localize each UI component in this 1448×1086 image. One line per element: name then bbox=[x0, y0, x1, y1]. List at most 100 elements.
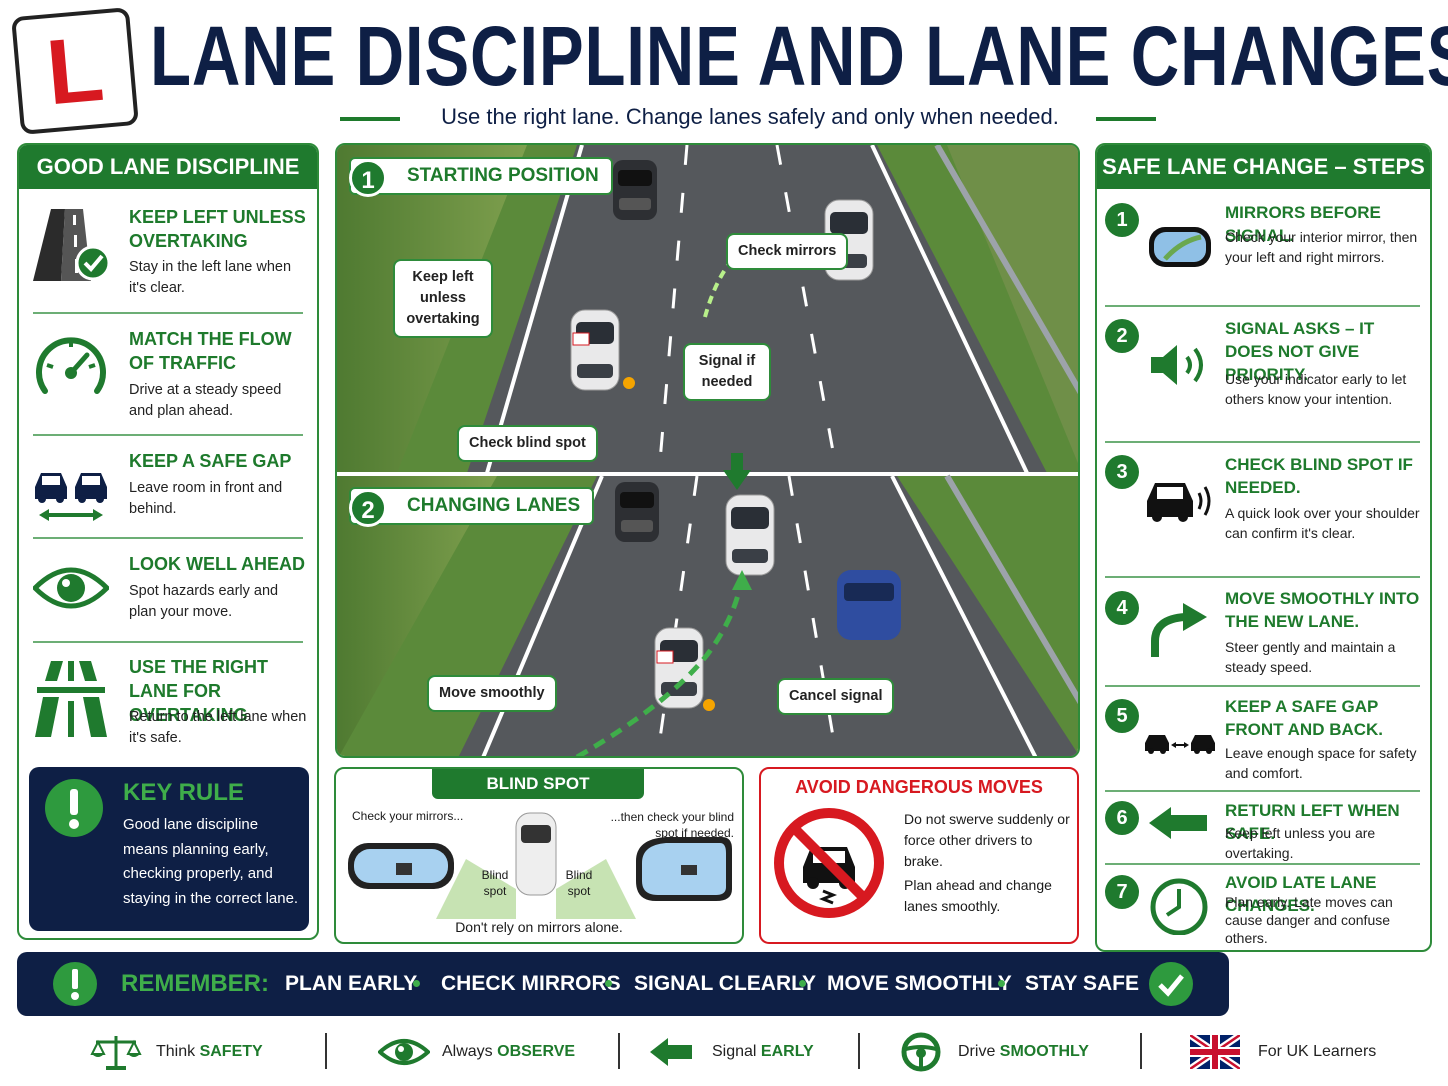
step-item: 2 SIGNAL ASKS – IT DOES NOT GIVE PRIORIT… bbox=[1105, 317, 1427, 437]
footer-item: Signal EARLY bbox=[648, 1030, 814, 1074]
step-number: 3 bbox=[1105, 455, 1139, 489]
step-number: 1 bbox=[1105, 203, 1139, 237]
footer-item: Think SAFETY bbox=[90, 1030, 263, 1074]
indicator-sound-icon bbox=[1151, 345, 1203, 385]
blind-spot-left-caption: Check your mirrors... bbox=[352, 809, 464, 823]
callout-check-mirrors: Check mirrors bbox=[726, 233, 849, 270]
item-title: USE THE RIGHT LANE FOR OVERTAKING bbox=[129, 657, 269, 725]
blind-spot-bottom: Don't rely on mirrors alone. bbox=[455, 919, 623, 935]
step-title: MIRRORS BEFORE SIGNAL. bbox=[1225, 203, 1381, 245]
item-title: MATCH THE FLOW OF TRAFFIC bbox=[129, 329, 292, 373]
union-flag-icon bbox=[1190, 1035, 1240, 1069]
remember-bar: REMEMBER: PLAN EARLY CHECK MIRRORS SIGNA… bbox=[17, 952, 1229, 1016]
list-item: USE THE RIGHT LANE FOR OVERTAKING Return… bbox=[19, 653, 317, 763]
blind-spot-zone-left: Blind spot bbox=[481, 868, 509, 898]
footer-item: Always OBSERVE bbox=[378, 1030, 575, 1074]
divider bbox=[33, 312, 303, 314]
step-title: AVOID LATE LANE CHANGES. bbox=[1225, 873, 1377, 915]
step-text: Check your interior mirror, then your le… bbox=[1225, 229, 1418, 265]
step-number: 6 bbox=[1105, 801, 1139, 835]
step-text: Keep left unless you are overtaking. bbox=[1225, 825, 1376, 861]
step-text: Steer gently and maintain a steady speed… bbox=[1225, 639, 1396, 675]
step-number: 7 bbox=[1105, 875, 1139, 909]
step-title: RETURN LEFT WHEN SAFE. bbox=[1225, 801, 1400, 843]
step-title: CHECK BLIND SPOT IF NEEDED. bbox=[1225, 455, 1413, 497]
left-arrow-icon bbox=[1149, 807, 1207, 839]
footer-text: Think SAFETY bbox=[156, 1043, 263, 1060]
step-number: 2 bbox=[1105, 319, 1139, 353]
item-text: Spot hazards early and plan your move. bbox=[129, 583, 279, 620]
list-item: KEEP A SAFE GAP Leave room in front and … bbox=[19, 447, 317, 537]
bullet-dot bbox=[799, 980, 806, 987]
divider bbox=[33, 641, 303, 643]
road-scene: STARTING POSITION 1 CHANGING LANES 2 Che… bbox=[335, 143, 1080, 758]
speedometer-icon bbox=[36, 337, 106, 394]
good-lane-discipline-panel: GOOD LANE DISCIPLINE KEEP LEFT UNLESS OV… bbox=[17, 143, 319, 940]
step-text: Leave enough space for safety and comfor… bbox=[1225, 745, 1417, 781]
l-plate-icon: L bbox=[11, 7, 139, 135]
eye-icon bbox=[378, 1039, 430, 1065]
eye-icon bbox=[33, 567, 109, 609]
step-item: 6 RETURN LEFT WHEN SAFE. Keep left unles… bbox=[1105, 799, 1427, 869]
safe-lane-change-panel: SAFE LANE CHANGE – STEPS 1 MIRRORS BEFOR… bbox=[1095, 143, 1432, 952]
divider bbox=[1105, 576, 1420, 578]
footer-text: For UK Learners bbox=[1258, 1043, 1377, 1060]
list-item: KEEP LEFT UNLESS OVERTAKING Stay in the … bbox=[19, 201, 317, 311]
blind-spot-right-caption: ...then check your blind spot if needed. bbox=[610, 810, 734, 840]
item-text: Return to the left lane when it's safe. bbox=[129, 709, 307, 746]
check-circle-icon bbox=[1149, 962, 1193, 1006]
callout-cancel-signal: Cancel signal bbox=[777, 678, 895, 715]
divider bbox=[1105, 863, 1420, 865]
key-rule-text: Good lane discipline means planning earl… bbox=[123, 816, 299, 907]
bullet-dot bbox=[605, 980, 612, 987]
step-text: A quick look over your shoulder can conf… bbox=[1225, 505, 1420, 541]
remember-word: STAY SAFE bbox=[1025, 972, 1139, 995]
mirror-icon bbox=[1149, 227, 1211, 267]
blind-spot-panel: BLIND SPOT AWARENESS Check your mirrors.… bbox=[334, 767, 744, 944]
page-title: LANE DISCIPLINE AND LANE CHANGES bbox=[150, 9, 1448, 103]
panel-title: GOOD LANE DISCIPLINE bbox=[19, 145, 317, 189]
step-item: 1 MIRRORS BEFORE SIGNAL. Check your inte… bbox=[1105, 201, 1427, 301]
footer-text: Signal EARLY bbox=[712, 1043, 814, 1060]
step-item: 5 KEEP A SAFE GAP FRONT AND BACK. Leave … bbox=[1105, 695, 1427, 795]
list-item: LOOK WELL AHEAD Spot hazards early and p… bbox=[19, 550, 317, 640]
remember-word: PLAN EARLY bbox=[285, 972, 418, 995]
callout-keep-left: Keep left unless overtaking bbox=[393, 259, 493, 338]
divider bbox=[1105, 685, 1420, 687]
remember-word: MOVE SMOOTHLY bbox=[827, 972, 1012, 995]
footer-text: Drive SMOOTHLY bbox=[958, 1043, 1089, 1060]
bullet-dot bbox=[998, 980, 1005, 987]
item-text: Stay in the left lane when it's clear. bbox=[129, 259, 292, 296]
two-cars-gap-icon bbox=[35, 473, 107, 521]
footer-divider bbox=[1140, 1033, 1142, 1069]
remember-word: SIGNAL CLEARLY bbox=[634, 972, 817, 995]
footer-divider bbox=[325, 1033, 327, 1069]
scales-icon bbox=[90, 1036, 142, 1070]
footer-item: For UK Learners bbox=[1190, 1030, 1376, 1074]
stage-2-label: CHANGING LANES bbox=[349, 487, 595, 525]
panel-title: SAFE LANE CHANGE – STEPS bbox=[1097, 145, 1430, 189]
page-subtitle: Use the right lane. Change lanes safely … bbox=[441, 104, 1059, 129]
step-text: Use your indicator early to let others k… bbox=[1225, 371, 1407, 407]
clock-icon bbox=[1150, 878, 1208, 935]
footer-item: Drive SMOOTHLY bbox=[900, 1030, 1089, 1074]
stage-1-badge: 1 bbox=[349, 159, 387, 197]
item-title: LOOK WELL AHEAD bbox=[129, 554, 305, 574]
item-text: Leave room in front and behind. bbox=[129, 480, 283, 517]
stage-1-label: STARTING POSITION bbox=[349, 157, 613, 195]
bullet-dot bbox=[413, 980, 420, 987]
no-swerving-icon bbox=[774, 808, 884, 918]
step-item: 4 MOVE SMOOTHLY INTO THE NEW LANE. Steer… bbox=[1105, 587, 1427, 687]
subtitle-rule-left bbox=[340, 117, 400, 121]
item-title: KEEP LEFT UNLESS OVERTAKING bbox=[129, 207, 306, 251]
subtitle-rule-right bbox=[1096, 117, 1156, 121]
step-text: Plan early. Late moves can cause danger … bbox=[1225, 894, 1393, 946]
avoid-panel: AVOID DANGEROUS MOVES Do not swerve sudd… bbox=[759, 767, 1079, 944]
footer-divider bbox=[618, 1033, 620, 1069]
key-rule-box: KEY RULE Good lane discipline means plan… bbox=[29, 767, 309, 931]
blind-spot-zone-right: Blind spot bbox=[565, 868, 593, 898]
step-number: 4 bbox=[1105, 591, 1139, 625]
list-item: MATCH THE FLOW OF TRAFFIC Drive at a ste… bbox=[19, 325, 317, 435]
avoid-text-2: Plan ahead and change lanes smoothly. bbox=[904, 877, 1052, 914]
avoid-title: AVOID DANGEROUS MOVES bbox=[795, 777, 1043, 797]
